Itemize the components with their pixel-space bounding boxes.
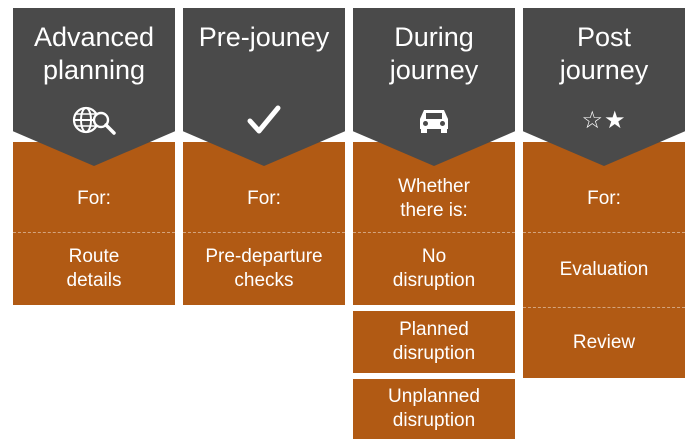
column-header: Pre-jouney <box>183 8 345 166</box>
column-title: During journey <box>389 22 479 85</box>
column-body: For: Route details <box>13 142 175 305</box>
list-item: No disruption <box>353 232 515 305</box>
list-item: Review <box>523 307 685 378</box>
column-advanced-planning: Advanced planning For: Route details <box>13 8 175 305</box>
list-item: Unplanned disruption <box>388 386 480 431</box>
list-item: Planned disruption <box>392 319 476 364</box>
column-body: Whether there is: No disruption <box>353 142 515 305</box>
divider <box>353 305 515 311</box>
list-item: Pre-departure checks <box>183 232 345 305</box>
list-item: For: <box>77 188 111 209</box>
column-during-journey: During journey Whether there is: No disr… <box>353 8 515 439</box>
list-item: For: <box>587 188 621 209</box>
column-header: Advanced planning <box>13 8 175 166</box>
column-body: Unplanned disruption <box>353 379 515 439</box>
column-post-journey: Post journey ☆★ For: Evaluation Review <box>523 8 685 378</box>
column-pre-journey: Pre-jouney For: Pre-departure checks <box>183 8 345 305</box>
column-body: For: Pre-departure checks <box>183 142 345 305</box>
column-header: Post journey ☆★ <box>523 8 685 166</box>
divider <box>353 373 515 379</box>
list-item: For: <box>247 188 281 209</box>
column-header: During journey <box>353 8 515 166</box>
list-item: Route details <box>13 232 175 305</box>
car-icon <box>353 100 515 140</box>
checkmark-icon <box>183 100 345 140</box>
globe-search-icon <box>13 100 175 140</box>
column-body: For: Evaluation Review <box>523 142 685 378</box>
stars-icon: ☆★ <box>581 106 627 134</box>
column-title: Advanced planning <box>33 22 155 85</box>
column-title: Post journey <box>559 22 649 85</box>
list-item: Whether there is: <box>398 176 470 221</box>
column-title: Pre-jouney <box>198 22 330 52</box>
list-item: Evaluation <box>523 232 685 307</box>
column-body: Planned disruption <box>353 311 515 373</box>
